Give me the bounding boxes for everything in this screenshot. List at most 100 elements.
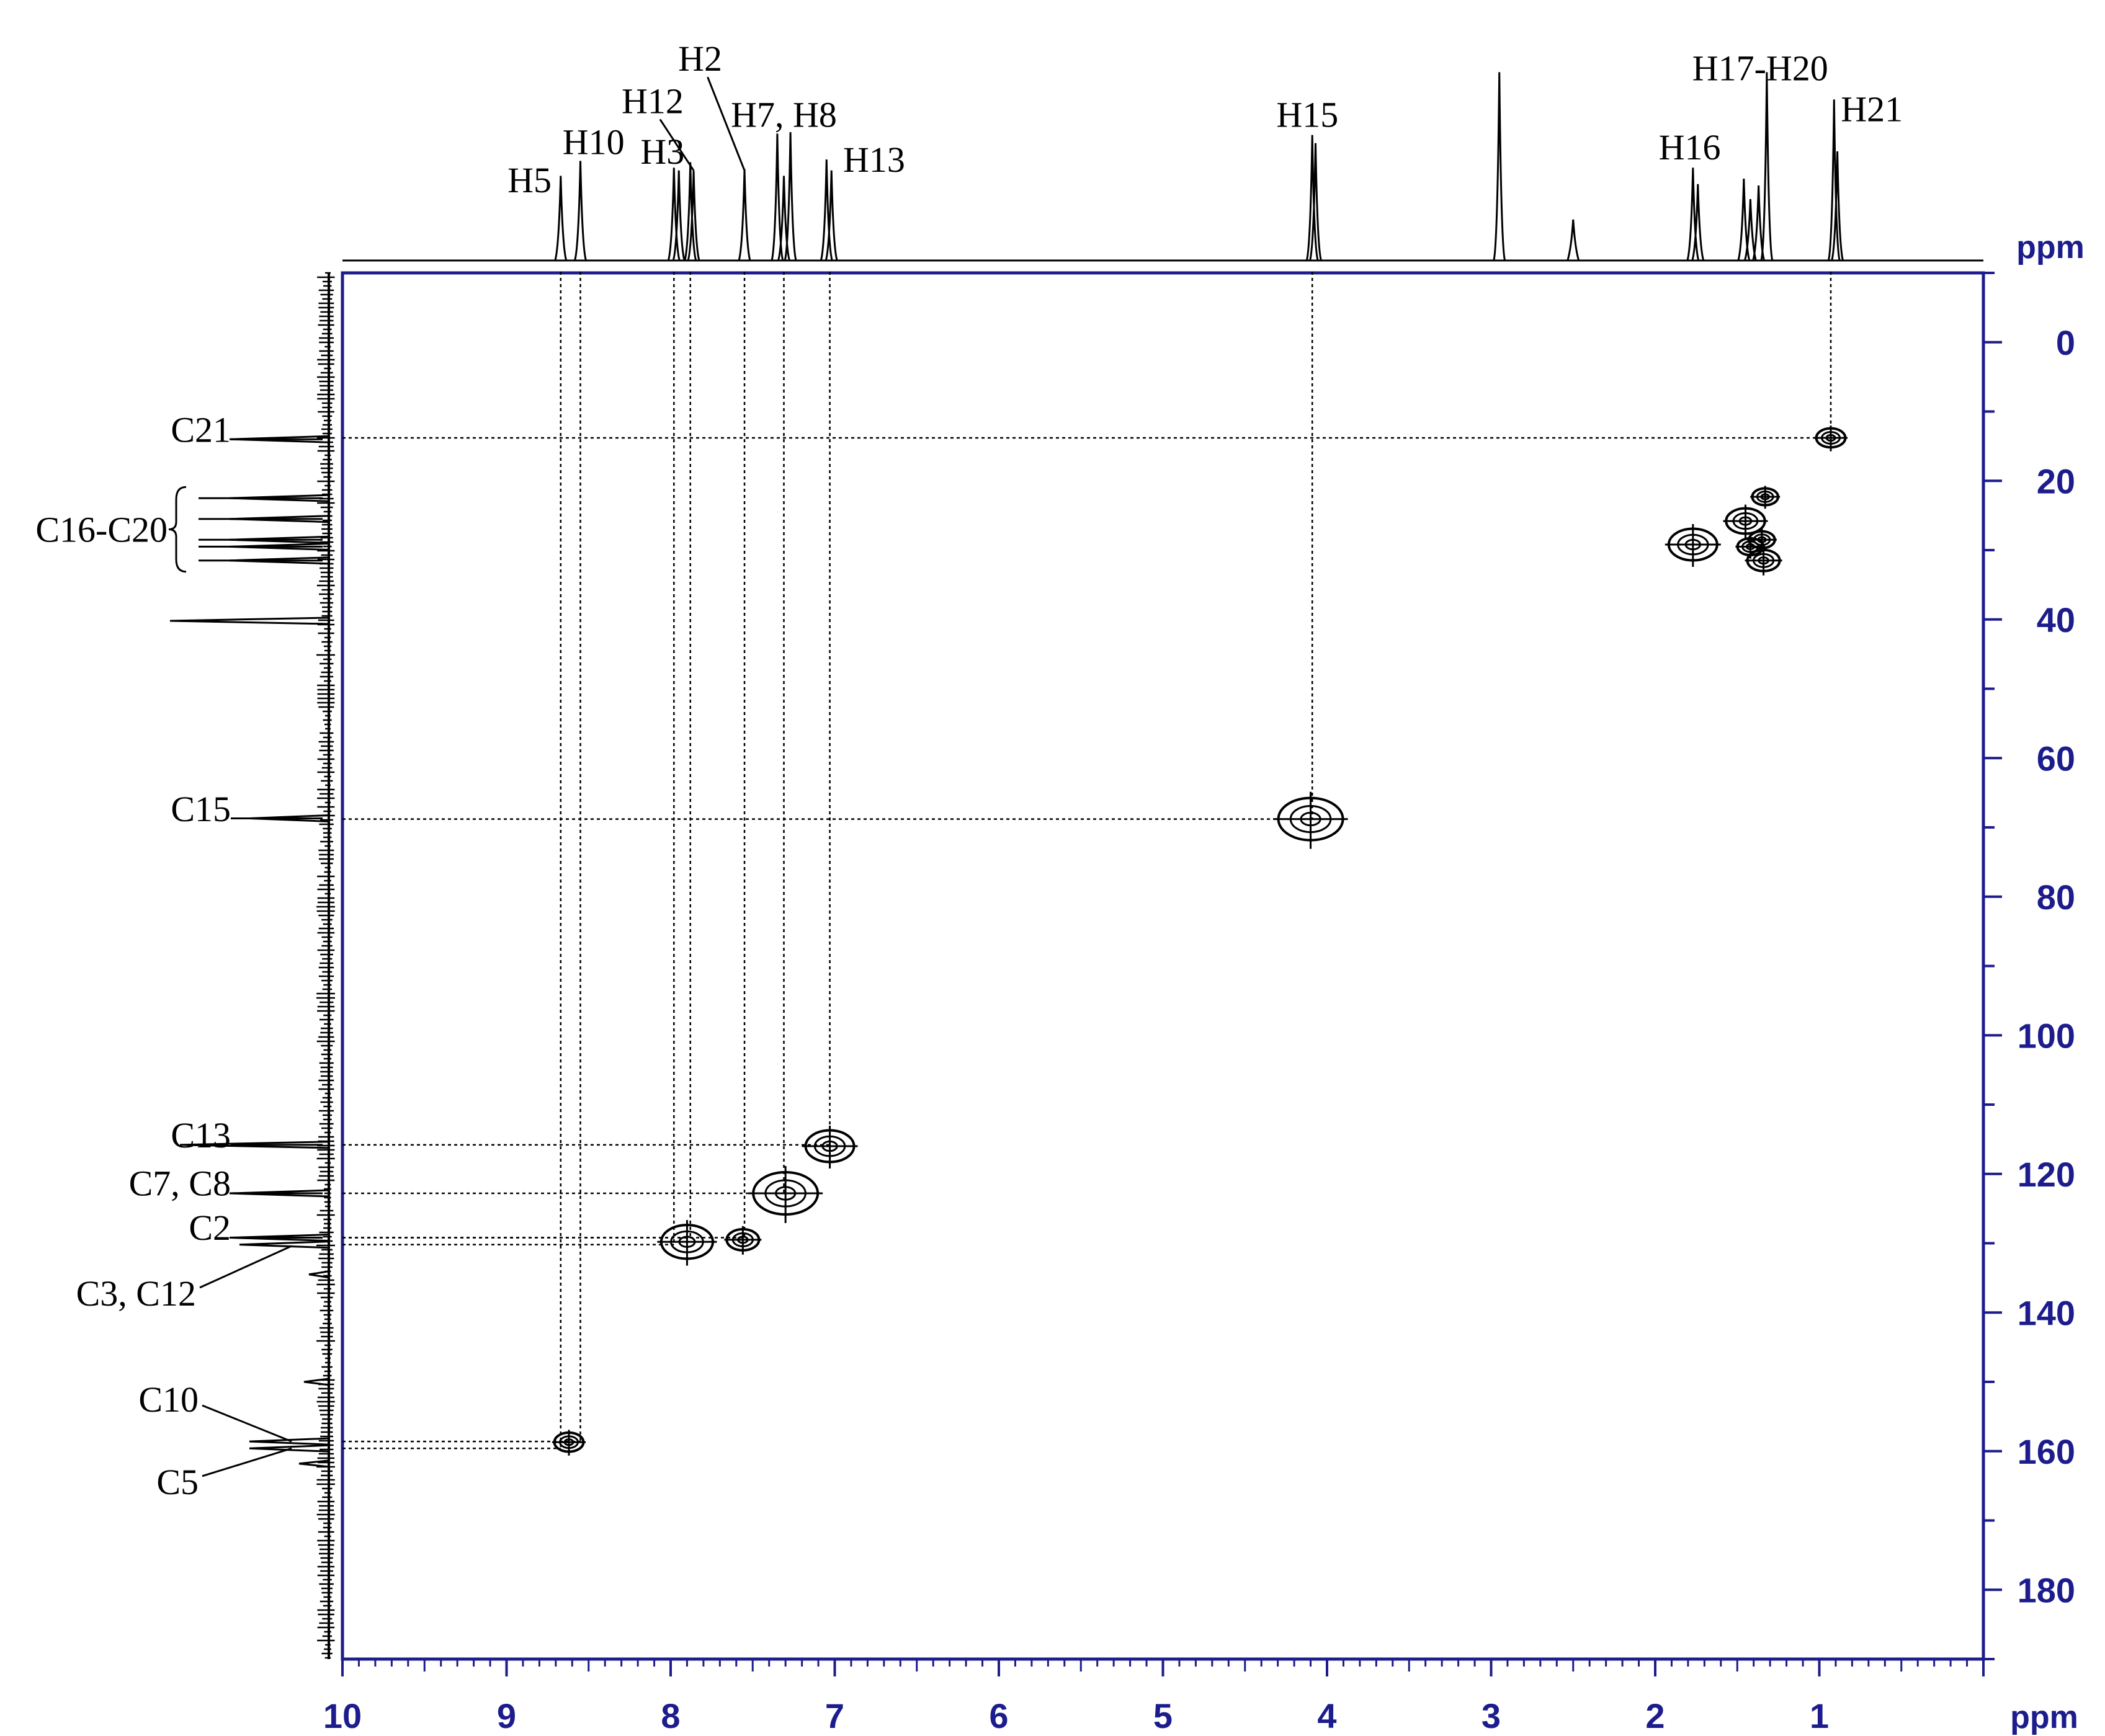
- proton-peak: [1566, 219, 1580, 261]
- proton-peak: [554, 176, 568, 261]
- plot-frame: [341, 271, 1985, 1661]
- carbon-label-leader: [202, 1447, 292, 1477]
- contour-cross: [1814, 425, 1848, 452]
- contour-cross: [1750, 486, 1781, 509]
- proton-peak: [1305, 135, 1319, 261]
- carbon-peak: [303, 1378, 329, 1386]
- proton-peak: [1309, 143, 1322, 261]
- proton-peak: [1743, 198, 1757, 261]
- x-tick-label: 8: [661, 1696, 680, 1735]
- proton-label-leader: [659, 118, 695, 171]
- carbon-group-brace: [168, 486, 187, 573]
- contour-cross: [748, 1166, 823, 1224]
- proton-label: H13: [843, 140, 905, 180]
- x-tick-label: 1: [1810, 1696, 1829, 1735]
- carbon-label: C15: [171, 789, 231, 829]
- proton-spectrum: [342, 72, 1983, 262]
- carbon-peak: [179, 1141, 329, 1149]
- y-tick-label: 160: [2018, 1432, 2075, 1471]
- proton-label: H7, H8: [731, 94, 837, 135]
- cross-peak: [802, 1126, 858, 1169]
- carbon-label: C3, C12: [76, 1273, 196, 1314]
- contour-cross: [1723, 504, 1768, 539]
- proton-peak: [684, 162, 697, 261]
- proton-peak: [1827, 99, 1841, 261]
- carbon-group-label: C16-C20: [35, 509, 168, 550]
- x-tick-label: 6: [989, 1696, 1008, 1735]
- x-axis-unit: ppm: [2010, 1699, 2078, 1735]
- x-tick-label: 10: [323, 1696, 362, 1735]
- carbon-label-leader: [199, 1245, 292, 1289]
- y-tick-label: 20: [2037, 461, 2075, 501]
- cross-peak: [1750, 486, 1781, 509]
- carbon-peak: [239, 1240, 329, 1249]
- x-tick-label: 7: [825, 1696, 844, 1735]
- proton-peak: [820, 159, 833, 261]
- carbon-peak: [308, 1270, 329, 1279]
- y-tick-label: 80: [2037, 878, 2075, 917]
- cross-peak: [1814, 425, 1848, 452]
- x-tick-label: 4: [1317, 1696, 1336, 1735]
- carbon-peak: [249, 1444, 329, 1453]
- proton-peak: [574, 161, 587, 261]
- y-axis-unit: ppm: [2016, 229, 2085, 265]
- cross-peak: [1745, 546, 1782, 576]
- contour-cross: [1745, 546, 1782, 576]
- contour-cross: [1273, 791, 1348, 849]
- proton-label: H15: [1276, 94, 1338, 135]
- carbon-peak: [229, 435, 329, 443]
- carbon-peak: [249, 1437, 329, 1446]
- cross-peak: [1273, 791, 1348, 849]
- carbon-label: C7, C8: [129, 1163, 231, 1203]
- cross-peak: [748, 1166, 823, 1224]
- proton-peak: [1686, 167, 1700, 261]
- proton-peak: [1493, 72, 1506, 261]
- carbon-peak: [229, 1234, 329, 1242]
- carbon-label: C21: [171, 410, 231, 450]
- contour-cross: [657, 1220, 717, 1266]
- cross-peak: [1723, 504, 1768, 539]
- proton-label: H10: [563, 122, 625, 162]
- proton-label: H17-H20: [1692, 48, 1828, 89]
- x-tick-label: 5: [1153, 1696, 1173, 1735]
- proton-label: H16: [1659, 127, 1721, 167]
- carbon-peak: [298, 1459, 329, 1468]
- contour-cross: [802, 1126, 858, 1169]
- contour-cross: [1665, 524, 1721, 568]
- proton-label: H2: [678, 38, 722, 79]
- x-tick-label: 9: [497, 1696, 516, 1735]
- carbon-label-leader: [202, 1404, 292, 1443]
- contour-cross: [552, 1430, 586, 1456]
- cross-peak: [552, 1430, 586, 1456]
- y-tick-label: 140: [2018, 1293, 2075, 1332]
- carbon-label: C5: [156, 1462, 199, 1502]
- carbon-peak: [169, 617, 329, 625]
- proton-peak: [1760, 72, 1774, 261]
- proton-peak: [825, 170, 838, 261]
- y-tick-label: 60: [2037, 739, 2075, 778]
- proton-peak: [784, 132, 797, 261]
- y-tick-label: 120: [2018, 1155, 2075, 1194]
- proton-peak: [672, 170, 686, 261]
- y-tick-label: 100: [2018, 1016, 2075, 1055]
- y-tick-label: 180: [2018, 1570, 2075, 1609]
- proton-label: H3: [640, 131, 684, 172]
- cross-peaks: [552, 425, 1848, 1456]
- plot-border: [341, 271, 1985, 1661]
- carbon-label: C13: [171, 1115, 231, 1155]
- contour-cross: [724, 1226, 762, 1255]
- carbon-noise: [316, 272, 335, 1659]
- y-tick-label: 40: [2037, 600, 2075, 639]
- x-tick-label: 3: [1482, 1696, 1501, 1735]
- carbon-label: C2: [189, 1208, 231, 1248]
- proton-label: H5: [507, 160, 552, 200]
- correlation-lines: [342, 272, 1832, 1449]
- carbon-peak: [229, 1189, 329, 1198]
- cross-peak: [657, 1220, 717, 1266]
- proton-label: H21: [1841, 89, 1903, 130]
- proton-label-leader: [707, 76, 746, 171]
- cross-peak: [1665, 524, 1721, 568]
